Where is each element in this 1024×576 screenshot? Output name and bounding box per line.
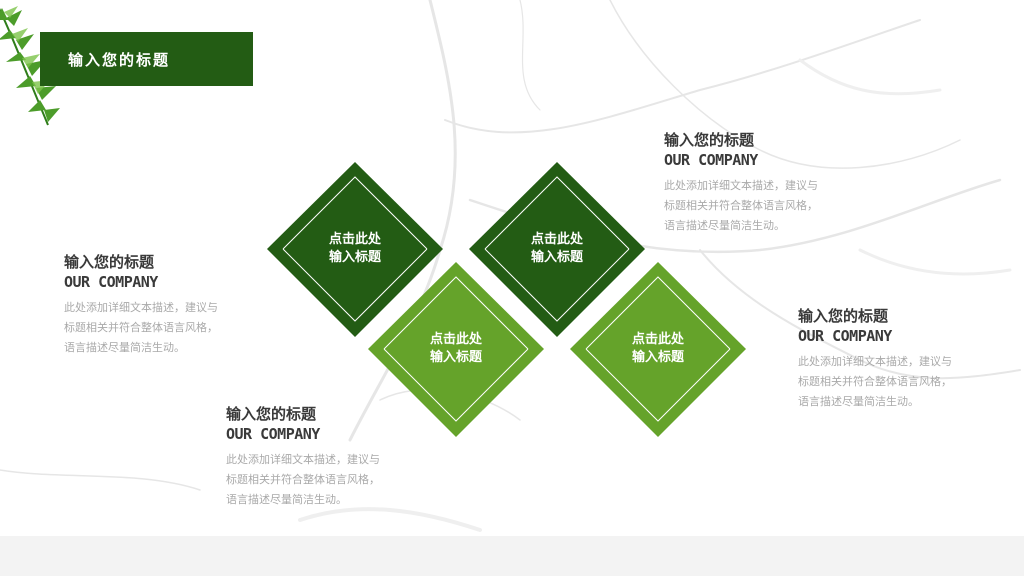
info-subtitle: OUR COMPANY <box>664 151 758 169</box>
diamond-4-line2: 输入标题 <box>631 350 684 365</box>
diamond-2-line1: 点击此处 <box>530 232 583 247</box>
info-body: 此处添加详细文本描述，建议与 标题相关并符合整体语言风格， 语言描述尽量简洁生动… <box>798 352 998 412</box>
info-line: 此处添加详细文本描述，建议与 <box>226 453 380 466</box>
info-line: 此处添加详细文本描述，建议与 <box>798 355 952 368</box>
info-line: 此处添加详细文本描述，建议与 <box>664 179 818 192</box>
info-subtitle: OUR COMPANY <box>64 273 158 291</box>
diamond-2[interactable] <box>469 162 645 337</box>
info-block-left: 输入您的标题 OUR COMPANY 此处添加详细文本描述，建议与 标题相关并符… <box>64 252 264 358</box>
info-line: 语言描述尽量简洁生动。 <box>226 493 347 506</box>
title-box: 输入您的标题 <box>40 32 253 86</box>
diamond-group <box>267 162 746 437</box>
info-line: 语言描述尽量简洁生动。 <box>64 341 185 354</box>
info-line: 标题相关并符合整体语言风格， <box>798 375 952 388</box>
info-line: 语言描述尽量简洁生动。 <box>664 219 785 232</box>
info-title: 输入您的标题 <box>226 405 317 423</box>
palm-leaf-decoration <box>0 6 60 126</box>
info-body: 此处添加详细文本描述，建议与 标题相关并符合整体语言风格， 语言描述尽量简洁生动… <box>664 176 864 236</box>
info-line: 标题相关并符合整体语言风格， <box>64 321 218 334</box>
info-title: 输入您的标题 <box>64 253 155 271</box>
page-title: 输入您的标题 <box>68 50 171 69</box>
diamond-3-line1: 点击此处 <box>429 332 482 347</box>
bottom-bar <box>0 536 1024 576</box>
diamond-4-label: 点击此处 输入标题 <box>603 331 713 367</box>
diamond-3-line2: 输入标题 <box>429 350 482 365</box>
info-title: 输入您的标题 <box>798 307 889 325</box>
diamond-4[interactable] <box>570 262 746 437</box>
diamond-2-label: 点击此处 输入标题 <box>502 231 612 267</box>
diamond-1-label: 点击此处 输入标题 <box>300 231 410 267</box>
diamond-2-line2: 输入标题 <box>530 250 583 265</box>
diamond-3-label: 点击此处 输入标题 <box>401 331 511 367</box>
info-title: 输入您的标题 <box>664 131 755 149</box>
info-block-bottom: 输入您的标题 OUR COMPANY 此处添加详细文本描述，建议与 标题相关并符… <box>226 404 426 510</box>
diamond-1-line2: 输入标题 <box>328 250 381 265</box>
info-line: 标题相关并符合整体语言风格， <box>226 473 380 486</box>
info-subtitle: OUR COMPANY <box>798 327 892 345</box>
info-body: 此处添加详细文本描述，建议与 标题相关并符合整体语言风格， 语言描述尽量简洁生动… <box>226 450 426 510</box>
info-block-top-right: 输入您的标题 OUR COMPANY 此处添加详细文本描述，建议与 标题相关并符… <box>664 130 864 236</box>
info-body: 此处添加详细文本描述，建议与 标题相关并符合整体语言风格， 语言描述尽量简洁生动… <box>64 298 264 358</box>
diamond-3[interactable] <box>368 262 544 437</box>
info-line: 标题相关并符合整体语言风格， <box>664 199 818 212</box>
diamond-4-line1: 点击此处 <box>631 332 684 347</box>
diamond-1-line1: 点击此处 <box>328 232 381 247</box>
info-line: 语言描述尽量简洁生动。 <box>798 395 919 408</box>
info-block-right: 输入您的标题 OUR COMPANY 此处添加详细文本描述，建议与 标题相关并符… <box>798 306 998 412</box>
info-line: 此处添加详细文本描述，建议与 <box>64 301 218 314</box>
slide: 输入您的标题 点击此处 输入标题 点击此处 <box>0 0 1021 532</box>
diamond-1[interactable] <box>267 162 443 337</box>
info-subtitle: OUR COMPANY <box>226 425 320 443</box>
